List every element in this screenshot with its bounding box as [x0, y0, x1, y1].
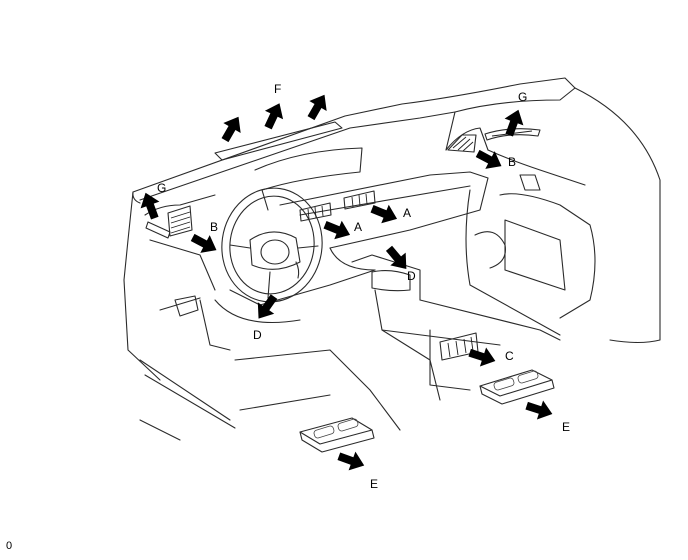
arrow-g-right	[504, 109, 524, 137]
arrow-f-3	[307, 94, 327, 121]
rear-floor-duct-right	[479, 369, 555, 405]
right-side-vent	[447, 134, 477, 153]
label-e-left: E	[370, 477, 378, 491]
airflow-arrows	[140, 94, 553, 471]
interior-outline	[123, 77, 661, 441]
arrow-g-left	[140, 192, 160, 220]
rear-floor-duct-left	[299, 417, 375, 453]
arrow-d-left	[257, 294, 278, 319]
airflow-labels: F G G B B A A D D C E E	[157, 82, 570, 491]
label-c: C	[505, 349, 514, 363]
label-d-center: D	[407, 269, 416, 283]
center-vent-right	[343, 190, 376, 210]
arrow-a-left	[323, 220, 351, 240]
arrow-d-center	[385, 245, 407, 269]
label-f: F	[274, 82, 281, 96]
label-b-right: B	[508, 155, 516, 169]
steering-wheel	[221, 187, 323, 303]
label-g-left: G	[157, 181, 166, 195]
label-b-left: B	[210, 220, 218, 234]
arrow-b-left	[190, 233, 217, 253]
arrow-f-2	[264, 103, 284, 130]
label-a-right: A	[403, 206, 411, 220]
arrow-e-left	[337, 451, 365, 471]
left-defroster-vent	[145, 221, 171, 239]
label-g-right: G	[518, 90, 527, 104]
label-a-left: A	[354, 220, 362, 234]
left-side-vent	[167, 205, 193, 237]
arrow-b-right	[475, 149, 502, 169]
figure-code: 0	[6, 540, 13, 552]
center-vent-left	[299, 202, 332, 222]
arrow-a-right	[370, 204, 398, 224]
arrow-f-1	[221, 116, 241, 143]
label-d-left: D	[253, 328, 262, 342]
arrow-e-right	[525, 400, 553, 420]
arrow-c	[468, 347, 496, 367]
label-e-right: E	[562, 420, 570, 434]
